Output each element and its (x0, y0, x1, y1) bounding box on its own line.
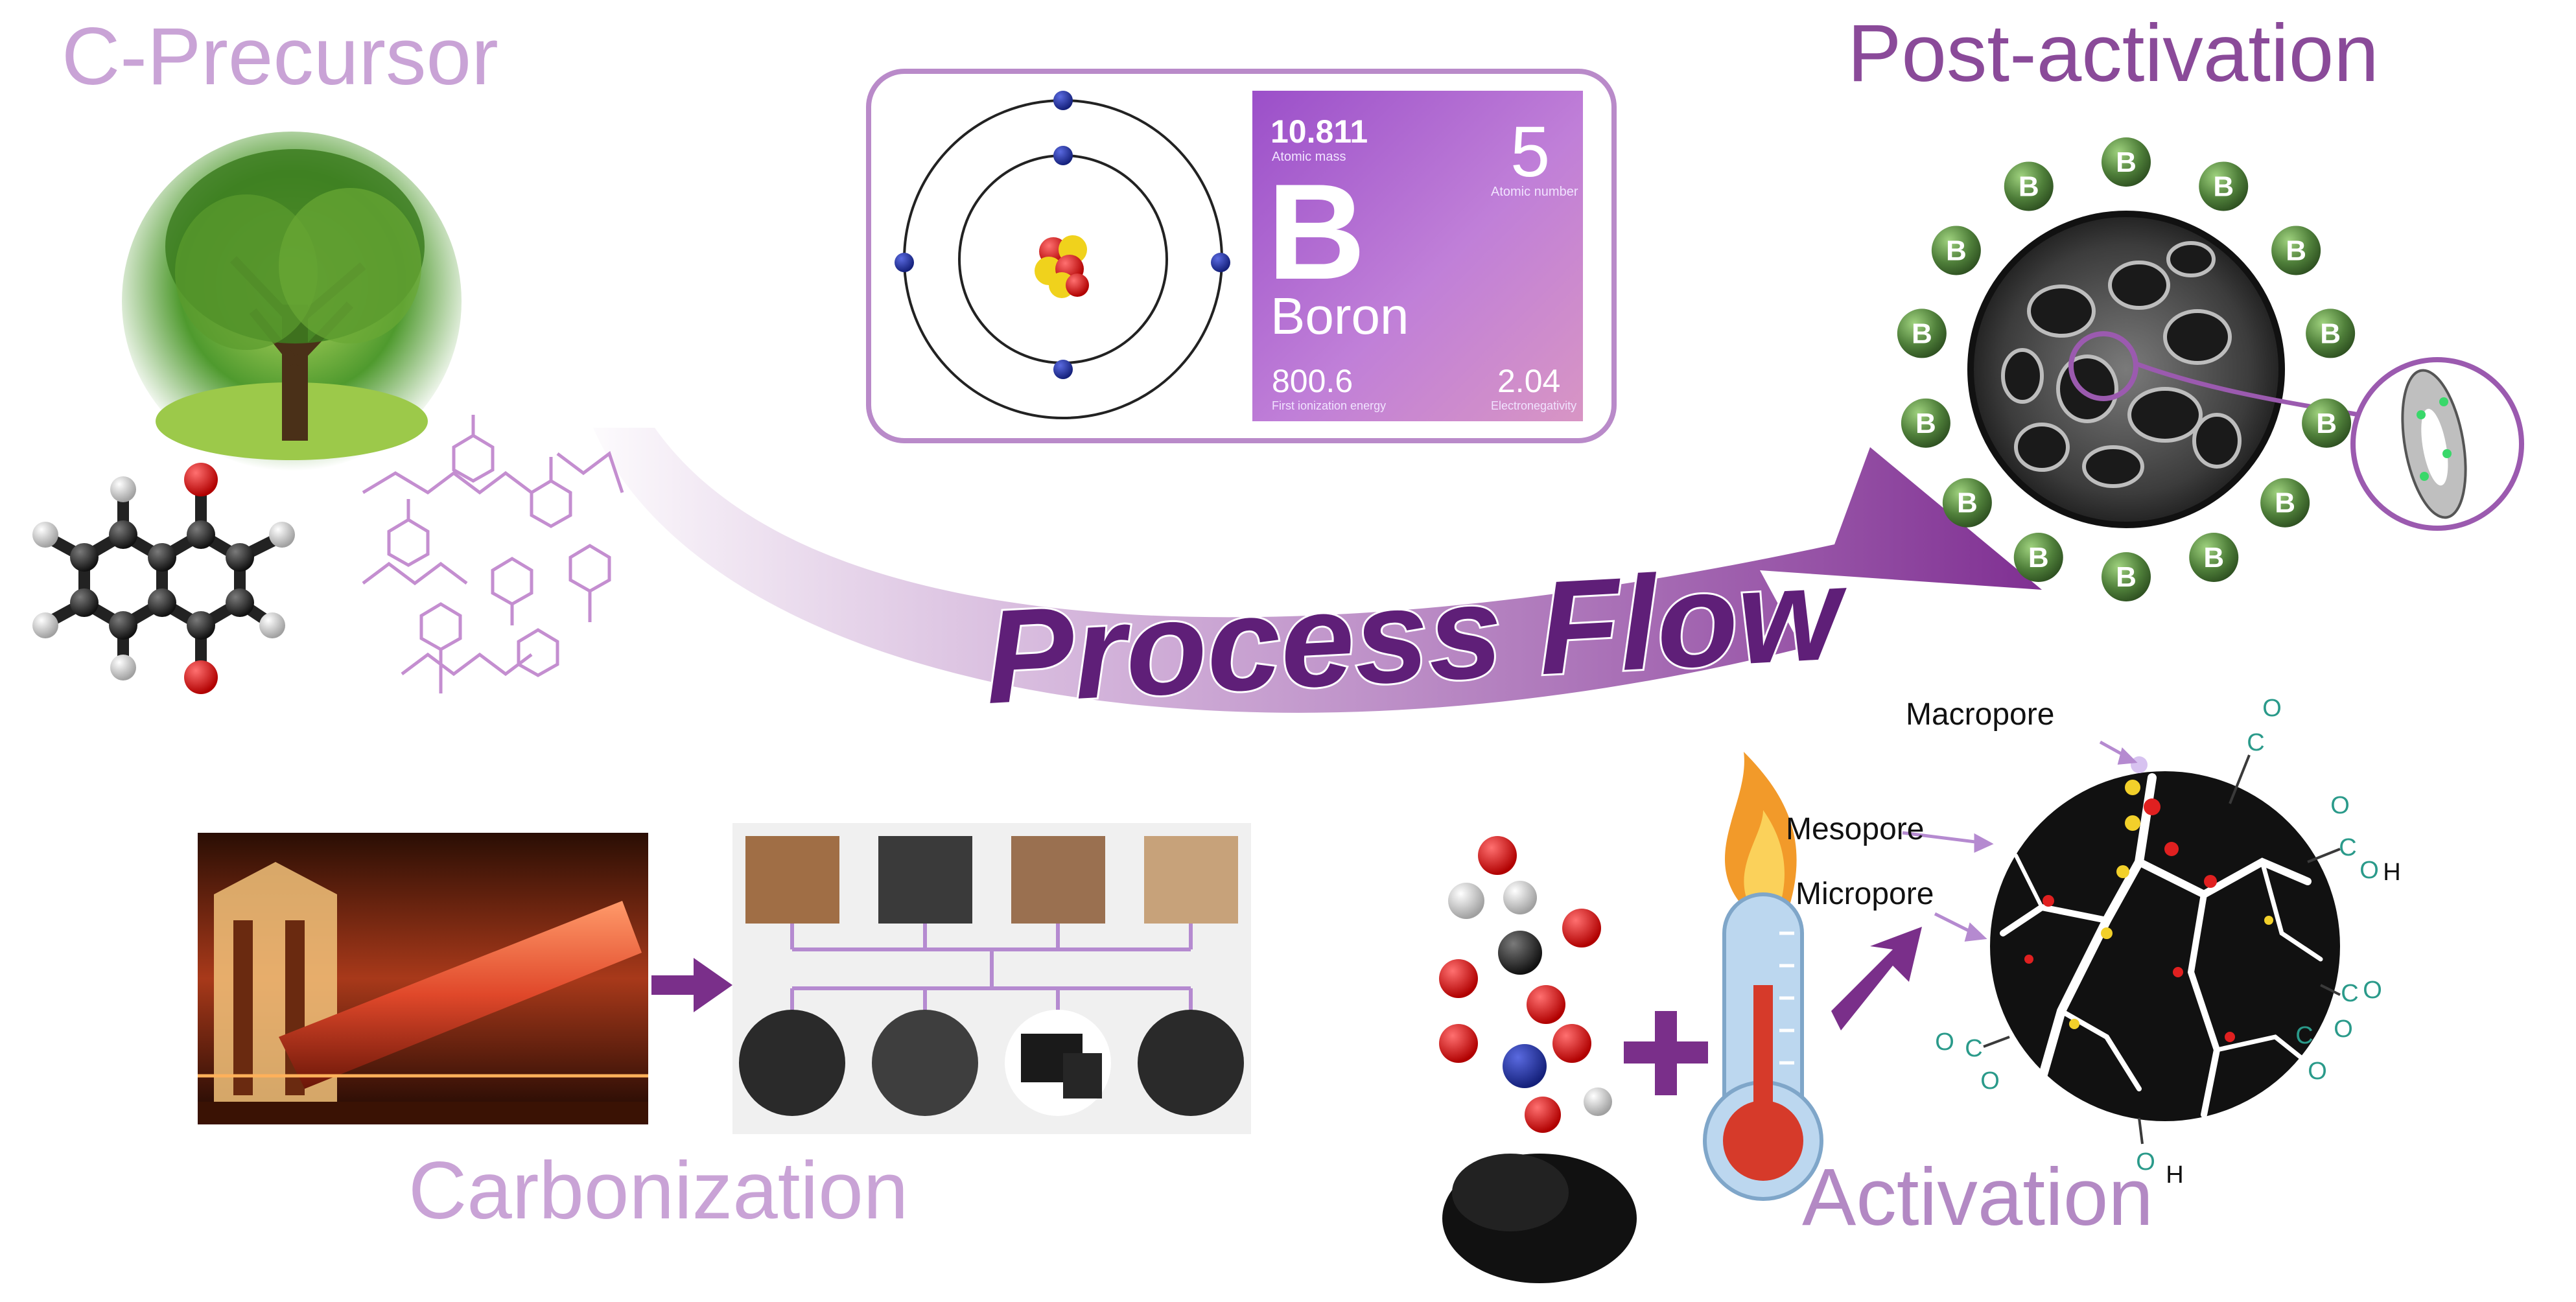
boron-element-card: 10.811 Atomic mass 5 Atomic number B Bor… (1252, 91, 1583, 421)
element-symbol: B (1267, 156, 1366, 308)
boron-sphere-label: B (2316, 408, 2337, 439)
pore-label-arrows (1902, 740, 2138, 942)
boron-sphere-label: B (2116, 146, 2137, 178)
atomic-mass-value: 10.811 (1270, 113, 1368, 150)
oxygen-atom-label: O (2359, 857, 2379, 884)
stage-title-post-activation: Post-activation (1847, 8, 2379, 99)
boron-sphere-label: B (1912, 318, 1932, 349)
oxygen-atom-label: O (2330, 792, 2350, 819)
tree-photo (122, 132, 462, 471)
activation-agent-molecules (1439, 836, 1612, 1133)
thermometer-flame-icon (1703, 752, 1823, 1201)
activated-carbon-particle (1990, 756, 2340, 1121)
ionization-energy-value: 800.6 (1272, 363, 1353, 399)
boron-sphere-label: B (2203, 542, 2224, 574)
stage-title-activation: Activation (1802, 1152, 2153, 1242)
bond-line (2320, 984, 2341, 996)
boron-sphere-label: B (1957, 487, 1978, 519)
stage-title-carbonization: Carbonization (408, 1146, 908, 1236)
oxygen-atom-label: O (2363, 977, 2382, 1004)
naphthoquinone-molecule-icon (45, 483, 282, 674)
oxygen-atom-label: O (1980, 1067, 2000, 1095)
boron-sphere-label: B (2028, 542, 2049, 574)
stage-title-precursor: C-Precursor (62, 12, 498, 102)
boron-sphere-label: B (1946, 235, 1967, 266)
bond-line (2138, 1117, 2144, 1145)
bond-line (2229, 754, 2251, 804)
boron-sphere (2013, 533, 2063, 583)
oxygen-atom-label: O (1935, 1029, 1954, 1056)
carbon-atom-label: C (2341, 980, 2358, 1007)
naphthoquinone-atoms (32, 463, 295, 694)
polymer-structure-icon (362, 415, 624, 693)
atomic-number-value: 5 (1510, 112, 1550, 192)
carbon-atom-label: C (2247, 729, 2264, 756)
process-flow-label: Process Flow (981, 539, 1852, 732)
boron-sphere-label: B (2286, 235, 2306, 266)
carbonization-arrow (651, 958, 732, 1012)
oxygen-atom-label: O (2136, 1148, 2155, 1176)
bond-line (1983, 1036, 2010, 1048)
atomic-mass-label: Atomic mass (1272, 150, 1346, 164)
oxygen-atom-label: O (2308, 1058, 2327, 1085)
boron-sphere-label: B (1915, 408, 1936, 439)
boron-sphere-label: B (2320, 318, 2341, 349)
carbon-products-panel (732, 823, 1251, 1134)
ionization-energy-label: First ionization energy (1272, 399, 1386, 412)
porous-carbon-sphere (1967, 211, 2524, 531)
boron-sphere (2306, 308, 2356, 358)
activated-carbon-powder (1442, 1154, 1637, 1283)
process-flow-arrow (593, 428, 2042, 713)
boron-sphere (2102, 552, 2151, 601)
boron-sphere (1942, 478, 1992, 528)
rotary-kiln-photo (198, 833, 648, 1124)
carbon-atom-label: C (1965, 1035, 1982, 1062)
boron-dopant-spheres: B B B B B B B B B B B B B B (1897, 137, 2356, 601)
oxygen-atom-label: O (2262, 695, 2282, 722)
oxygen-atom-label: O (2334, 1016, 2353, 1043)
boron-sphere (2199, 161, 2249, 211)
boron-sphere-label: B (2116, 561, 2137, 593)
boron-sphere-label: B (2275, 487, 2295, 519)
boron-sphere-label: B (2213, 170, 2234, 202)
electronegativity-label: Electronegativity (1491, 399, 1576, 412)
boron-sphere (2189, 533, 2239, 583)
hydrogen-atom-label: H (2383, 859, 2400, 886)
boron-sphere (2260, 478, 2310, 528)
micropore-label: Micropore (1796, 877, 1934, 911)
plus-sign (1624, 1011, 1708, 1095)
carbon-atom-label: C (2295, 1022, 2313, 1049)
atomic-number-label: Atomic number (1491, 185, 1578, 199)
hydrogen-atom-label: H (2166, 1161, 2183, 1189)
boron-sphere (1897, 308, 1947, 358)
electronegativity-value: 2.04 (1497, 363, 1560, 399)
boron-sphere (2271, 226, 2321, 275)
macropore-label: Macropore (1906, 697, 2054, 732)
bohr-atom-model (895, 91, 1230, 419)
activation-arrow (1831, 927, 1922, 1030)
boron-sphere-label: B (2019, 170, 2039, 202)
boron-sphere (2102, 137, 2151, 187)
boron-sphere (1931, 226, 1981, 275)
mesopore-label: Mesopore (1786, 812, 1924, 846)
bond-line (2307, 848, 2341, 863)
carbon-atom-label: C (2339, 834, 2356, 861)
boron-sphere (2004, 161, 2054, 211)
element-name: Boron (1270, 287, 1409, 345)
boron-sphere (1901, 398, 1950, 448)
boron-sphere (2302, 398, 2352, 448)
